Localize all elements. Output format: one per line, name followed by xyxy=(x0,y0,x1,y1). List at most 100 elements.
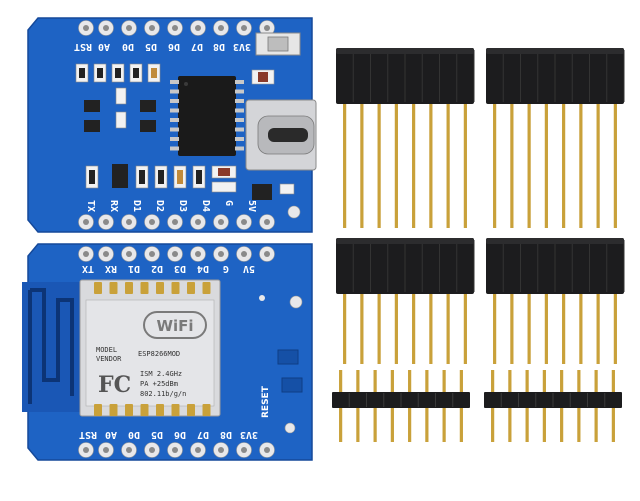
pin-label-d4: D4 xyxy=(200,200,211,212)
header-pin xyxy=(429,98,433,228)
bottom-board-top-pad-hole xyxy=(172,251,178,257)
female-header-top-left xyxy=(336,48,475,228)
ic-pin xyxy=(170,137,179,141)
header-pin xyxy=(527,98,531,228)
header-pin xyxy=(527,288,531,364)
bottom-board-bottom-pad-hole xyxy=(241,447,247,453)
header-pin xyxy=(562,98,566,228)
top-board-top-pads xyxy=(78,20,275,36)
pin-label-a0: A0 xyxy=(105,429,117,440)
header-pin xyxy=(343,288,347,364)
module-pin xyxy=(140,282,149,294)
female-header-top-right xyxy=(486,48,625,228)
ic-pin xyxy=(235,137,244,141)
bottom-board-bottom-pin-labels: RST A0 D0 D5 D6 D7 D8 3V3 xyxy=(79,429,258,440)
pin-label-rx: RX xyxy=(105,263,117,274)
esp8266-module: WiFi MODEL VENDOR ESP8266MOD FC ISM 2.4G… xyxy=(79,279,221,417)
header-pin xyxy=(446,288,450,364)
module-pin xyxy=(94,282,102,294)
ic-pin xyxy=(235,89,244,94)
header-top-edge xyxy=(486,238,624,244)
pin-label-d6: D6 xyxy=(174,429,186,440)
module-spec-line-2: PA +25dBm xyxy=(140,380,178,388)
fc-mark: FC xyxy=(98,372,131,398)
header-pin xyxy=(360,288,364,364)
header-pin xyxy=(343,98,347,228)
top-board-top-pad-hole xyxy=(103,25,109,31)
top-board-top-pad-hole xyxy=(195,25,201,31)
bottom-board-top-pad-hole xyxy=(195,251,201,257)
pin-label-d0: D0 xyxy=(128,429,140,440)
female-header-mid-left xyxy=(336,238,475,364)
pin-label-d2: D2 xyxy=(154,200,165,212)
bottom-board-top-pad-hole xyxy=(83,251,89,257)
top-board-top-pad-hole xyxy=(172,25,178,31)
top-board-bottom-pad-hole xyxy=(126,219,132,225)
wifi-logo-text: WiFi xyxy=(156,317,193,335)
header-pin xyxy=(613,98,617,228)
module-spec-line-3: 802.11b/g/n xyxy=(140,390,186,398)
smd-bottom-row xyxy=(85,164,301,219)
top-board-top-pad-hole xyxy=(264,25,270,31)
pin-label-5v: 5V xyxy=(246,200,257,212)
module-pin xyxy=(171,404,180,416)
reset-label: RESET xyxy=(261,385,271,418)
ic-pin xyxy=(170,89,179,94)
ic-pin xyxy=(170,127,179,132)
ic-pin xyxy=(170,118,179,122)
pin-label-3v3: 3V3 xyxy=(233,41,251,52)
module-pin xyxy=(109,404,118,416)
bottom-board-bottom-pad-hole xyxy=(103,447,109,453)
bottom-board-top-pad-hole xyxy=(126,251,132,257)
top-board-bottom-pad-hole xyxy=(241,219,247,225)
header-pin xyxy=(394,98,398,228)
header-pin xyxy=(510,288,514,364)
top-board-bottom-pad-hole xyxy=(172,219,178,225)
header-pin xyxy=(377,98,381,228)
top-board-bottom-pads xyxy=(78,214,275,230)
top-board-top-pad-hole xyxy=(218,25,224,31)
top-board-top-pad-hole xyxy=(149,25,155,31)
bottom-board-top-pads xyxy=(78,246,275,262)
pin-label-d3: D3 xyxy=(174,263,186,274)
top-board-bottom-pin-labels: TX RX D1 D2 D3 D4 G 5V xyxy=(85,200,257,212)
smd-transistors xyxy=(84,87,156,132)
top-board-bottom-pad-hole xyxy=(149,219,155,225)
header-pin xyxy=(596,288,600,364)
bottom-board-bottom-pad-hole xyxy=(126,447,132,453)
module-pin xyxy=(94,404,102,416)
ic-pin xyxy=(235,127,244,132)
header-pin xyxy=(579,98,583,228)
female-header-mid-right xyxy=(486,238,625,364)
bottom-board-bottom-pad-hole xyxy=(218,447,224,453)
smd-resistor-row xyxy=(75,63,161,83)
bottom-d1-mini-board: TX RX D1 D2 D3 D4 G 5V RST A0 D0 D5 D6 D… xyxy=(22,243,313,461)
header-top-edge xyxy=(336,238,474,244)
ic-pin xyxy=(235,80,244,84)
ic-pin xyxy=(170,99,179,103)
top-board-bottom-pad-hole xyxy=(103,219,109,225)
top-board-bottom-pad-hole xyxy=(264,219,270,225)
ic-pin xyxy=(235,99,244,103)
pin-label-d1: D1 xyxy=(128,263,140,274)
bottom-board-top-pad-hole xyxy=(241,251,247,257)
ic-pin xyxy=(170,108,179,113)
top-d1-mini-board: RST A0 D0 D5 D6 D7 D8 3V3 TX RX D1 D2 D3… xyxy=(27,17,317,233)
top-board-bottom-pad-hole xyxy=(83,219,89,225)
bottom-board-top-pad-hole xyxy=(218,251,224,257)
ic-pin xyxy=(170,80,179,84)
module-pin xyxy=(202,282,211,294)
bottom-board-top-pad-hole xyxy=(103,251,109,257)
pin-label-d2: D2 xyxy=(151,263,163,274)
pin-label-d1: D1 xyxy=(131,200,142,212)
pin-label-d7: D7 xyxy=(197,429,209,440)
pin-label-d3: D3 xyxy=(177,200,188,212)
pcb-antenna xyxy=(22,282,86,412)
pin-label-g: G xyxy=(223,263,229,274)
header-pin xyxy=(544,288,548,364)
pin-label-d4: D4 xyxy=(197,263,209,274)
pin-label-tx: TX xyxy=(85,200,96,212)
header-pin xyxy=(463,288,467,364)
usb-serial-ic xyxy=(170,76,244,156)
module-pin xyxy=(187,282,195,294)
